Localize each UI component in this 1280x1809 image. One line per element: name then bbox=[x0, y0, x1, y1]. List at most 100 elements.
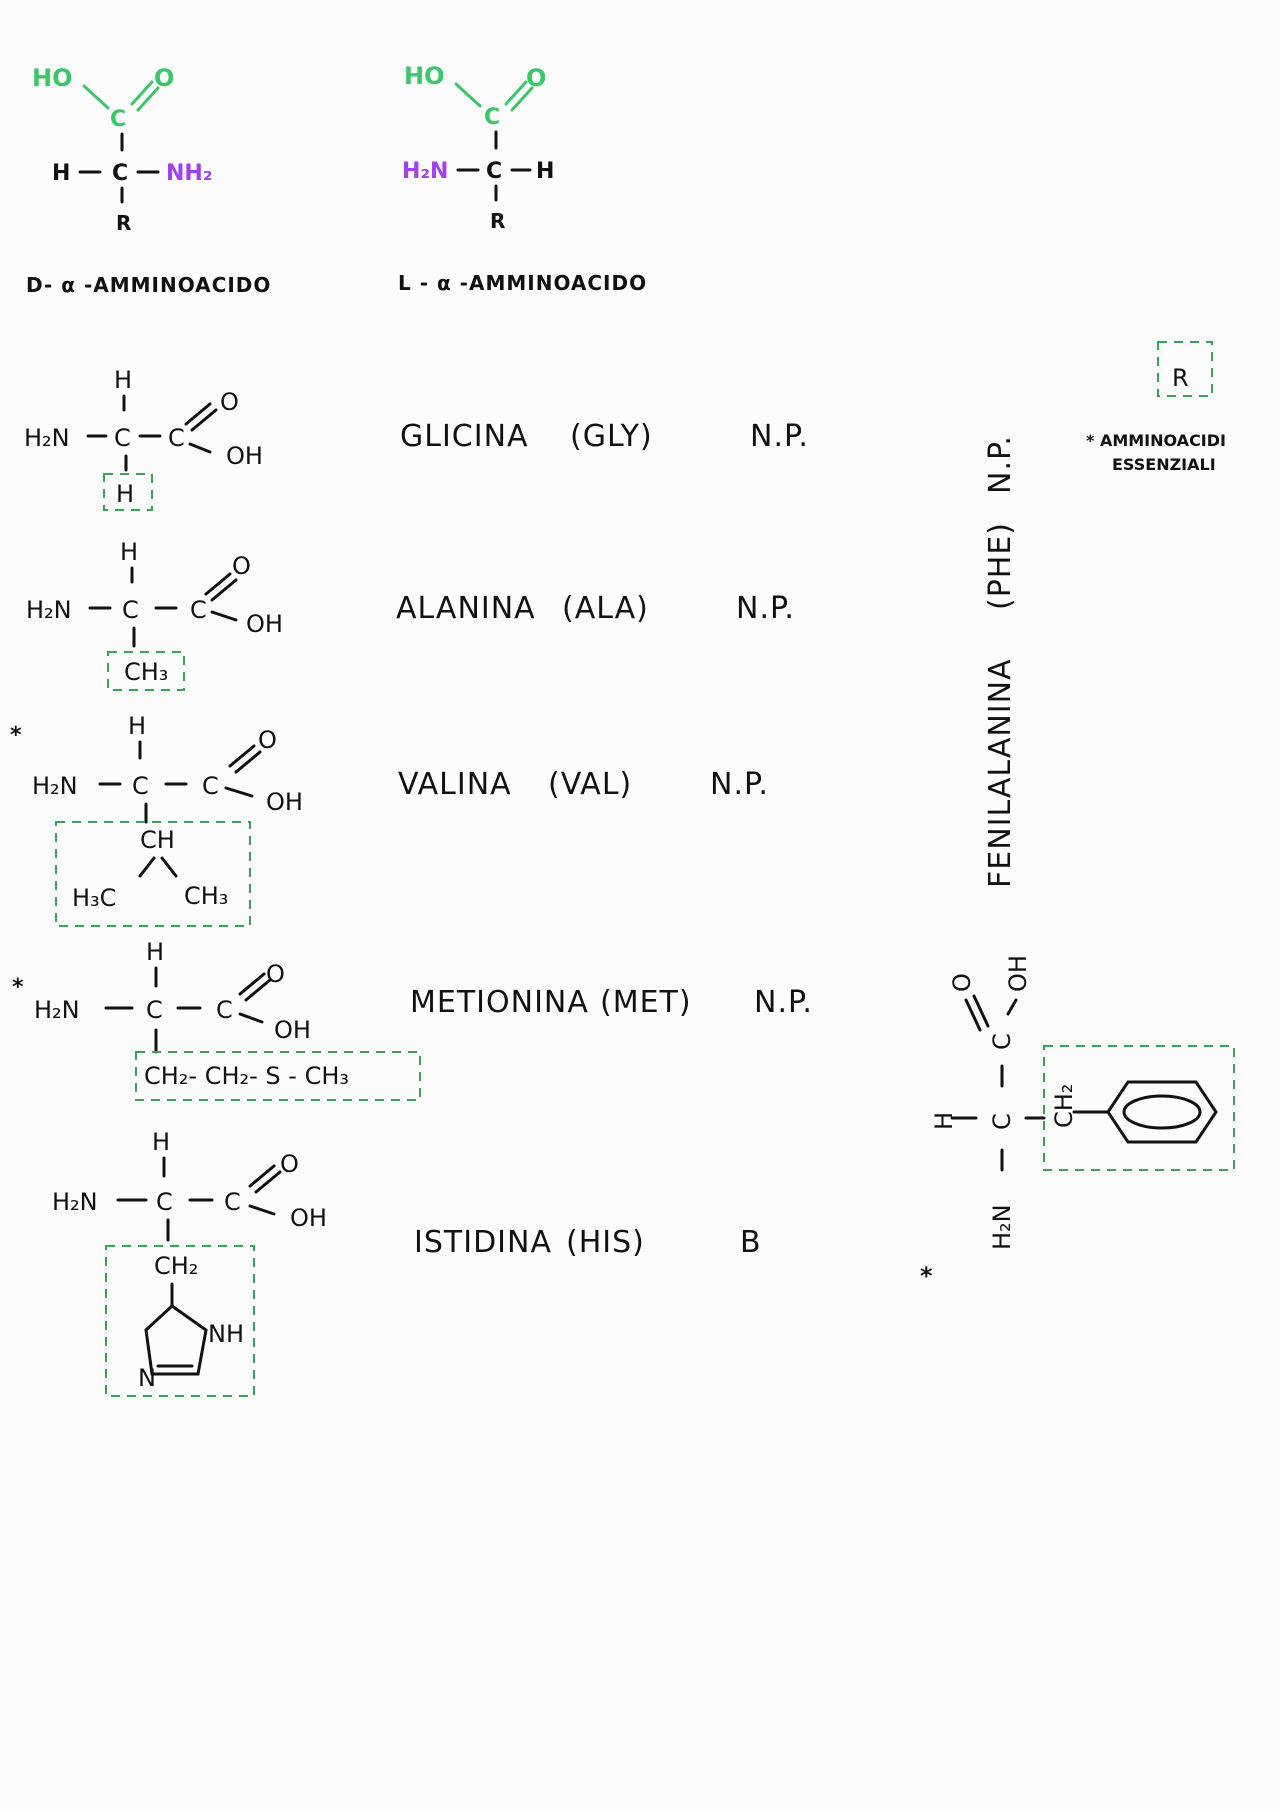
gly-name: GLICINA bbox=[400, 419, 529, 454]
d-h: H bbox=[52, 161, 70, 186]
methionine-structure: * H H₂N C C O OH CH₂- CH₂- S - CH₃ METIO… bbox=[12, 938, 813, 1101]
ala-o: O bbox=[232, 552, 251, 580]
his-side-ch2: CH₂ bbox=[154, 1252, 198, 1280]
his-bond-o2 bbox=[254, 1170, 282, 1194]
gly-abbr: (GLY) bbox=[570, 419, 653, 454]
d-c-center: C bbox=[112, 161, 128, 186]
l-ho: HO bbox=[404, 62, 445, 90]
his-o: O bbox=[280, 1150, 299, 1178]
his-bond-oh bbox=[248, 1204, 276, 1216]
r-box-label: R bbox=[1172, 364, 1189, 392]
his-bond-o1 bbox=[248, 1164, 276, 1188]
gly-bond-oh bbox=[188, 442, 212, 454]
met-abbr: (MET) bbox=[600, 985, 692, 1020]
phe-o: O bbox=[948, 973, 976, 992]
met-c-alpha: C bbox=[146, 996, 163, 1024]
l-amino-acid-structure: HO O C H₂N C H R L - α -AMMINOACIDO bbox=[398, 62, 647, 295]
phe-class: N.P. bbox=[983, 435, 1018, 494]
val-bond-oh bbox=[224, 786, 254, 798]
ala-side-chain: CH₃ bbox=[124, 658, 168, 686]
d-r: R bbox=[116, 211, 131, 235]
essential-note-line2: ESSENZIALI bbox=[1112, 455, 1216, 474]
d-o: O bbox=[154, 64, 174, 92]
phe-bond-o1 bbox=[964, 998, 982, 1032]
phe-bond-oh bbox=[1006, 998, 1018, 1016]
phe-essential-mark: * bbox=[920, 1262, 933, 1290]
l-bond-ho bbox=[454, 82, 482, 108]
l-h: H bbox=[536, 159, 554, 184]
met-c-carboxyl: C bbox=[216, 996, 233, 1024]
val-c-alpha: C bbox=[132, 772, 149, 800]
ala-side-chain-box bbox=[107, 651, 185, 691]
val-o: O bbox=[258, 726, 277, 754]
ala-bond-oh bbox=[210, 610, 238, 622]
phenylalanine-label: FENILALANINA (PHE) N.P. bbox=[983, 435, 1018, 888]
met-h2n: H₂N bbox=[34, 996, 80, 1024]
d-ho: HO bbox=[32, 64, 73, 92]
legend: R * AMMINOACIDI ESSENZIALI bbox=[1086, 341, 1226, 474]
his-side-chain-box bbox=[105, 1245, 255, 1397]
his-abbr: (HIS) bbox=[566, 1225, 645, 1260]
ala-bond-o2 bbox=[210, 578, 238, 602]
ala-c-alpha: C bbox=[122, 596, 139, 624]
gly-c-carboxyl: C bbox=[168, 424, 185, 452]
l-c-top: C bbox=[484, 105, 500, 130]
met-o: O bbox=[266, 960, 285, 988]
val-essential-mark: * bbox=[10, 723, 22, 748]
phe-side-chain-box bbox=[1043, 1045, 1235, 1171]
d-nh2: NH₂ bbox=[166, 161, 212, 186]
val-side-right: CH₃ bbox=[184, 882, 228, 910]
ala-h2n: H₂N bbox=[26, 596, 72, 624]
ala-class: N.P. bbox=[736, 591, 795, 626]
val-bond-right bbox=[160, 856, 178, 878]
his-h-top: H bbox=[152, 1128, 170, 1156]
met-class: N.P. bbox=[754, 985, 813, 1020]
his-h2n: H₂N bbox=[52, 1188, 98, 1216]
met-bond-o1 bbox=[238, 972, 266, 996]
l-bond-o-2 bbox=[510, 86, 534, 112]
ala-oh: OH bbox=[246, 610, 283, 638]
val-bond-left bbox=[138, 856, 156, 878]
val-side-left: H₃C bbox=[72, 884, 116, 912]
phe-h: H bbox=[930, 1112, 958, 1130]
phe-c-alpha: C bbox=[988, 1113, 1016, 1130]
ala-h-top: H bbox=[120, 538, 138, 566]
met-side-chain: CH₂- CH₂- S - CH₃ bbox=[144, 1062, 349, 1090]
met-essential-mark: * bbox=[12, 975, 24, 1000]
his-name: ISTIDINA bbox=[414, 1225, 552, 1260]
val-oh: OH bbox=[266, 788, 303, 816]
val-bond-o2 bbox=[234, 750, 262, 774]
val-abbr: (VAL) bbox=[548, 767, 632, 802]
his-c-alpha: C bbox=[156, 1188, 173, 1216]
val-side-chain-box bbox=[55, 821, 251, 927]
val-bond-o1 bbox=[228, 744, 256, 768]
val-name: VALINA bbox=[398, 767, 512, 802]
his-oh: OH bbox=[290, 1204, 327, 1232]
val-class: N.P. bbox=[710, 767, 769, 802]
gly-h2n: H₂N bbox=[24, 424, 70, 452]
phe-c-carboxyl: C bbox=[988, 1033, 1016, 1050]
val-side-ch: CH bbox=[140, 826, 175, 854]
val-c-carboxyl: C bbox=[202, 772, 219, 800]
met-name: METIONINA bbox=[410, 985, 589, 1020]
met-side-chain-box bbox=[135, 1051, 421, 1101]
r-box bbox=[1157, 341, 1213, 397]
l-c-center: C bbox=[486, 159, 502, 184]
alanine-structure: H H₂N C C O OH CH₃ ALANINA (ALA) N.P. bbox=[26, 538, 795, 691]
d-bond-ho bbox=[82, 84, 110, 110]
gly-side-chain: H bbox=[116, 480, 134, 508]
val-h-top: H bbox=[128, 712, 146, 740]
phe-oh: OH bbox=[1004, 955, 1032, 992]
d-c-top: C bbox=[110, 107, 126, 132]
gly-h-top: H bbox=[114, 366, 132, 394]
essential-note-line1: * AMMINOACIDI bbox=[1086, 431, 1226, 450]
his-class: B bbox=[740, 1225, 762, 1260]
l-r: R bbox=[490, 209, 505, 233]
l-amino-label: L - α -AMMINOACIDO bbox=[398, 271, 647, 295]
his-imidazole-ring bbox=[144, 1304, 208, 1376]
phe-benzene-ring bbox=[1106, 1080, 1218, 1144]
valine-structure: * H H₂N C C O OH CH H₃C CH₃ VALINA (VAL)… bbox=[10, 712, 769, 927]
glycine-structure: H H₂N C C O OH H GLICINA (GLY) N.P. bbox=[24, 366, 808, 511]
met-oh: OH bbox=[274, 1016, 311, 1044]
